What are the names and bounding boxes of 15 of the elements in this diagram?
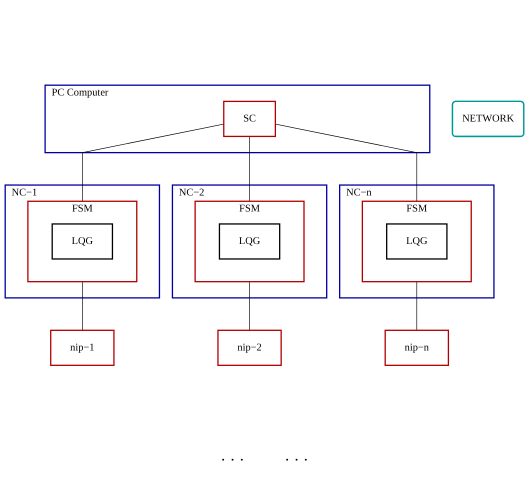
node-box: LQG [52,223,114,260]
node-box: nip−1 [50,329,115,366]
connector [82,281,83,330]
node-box: nip−n [384,329,450,366]
node-box: LQG [218,223,280,260]
connector [249,281,250,330]
connector [82,124,224,202]
connector [249,136,250,202]
node-box: LQG [386,223,448,260]
connector [275,124,418,202]
node-box: nip−2 [217,329,282,366]
connector [416,281,418,330]
node-box: SC [223,100,276,137]
ellipsis-label: · · · [220,452,244,470]
ellipsis-label: · · · [284,452,308,470]
